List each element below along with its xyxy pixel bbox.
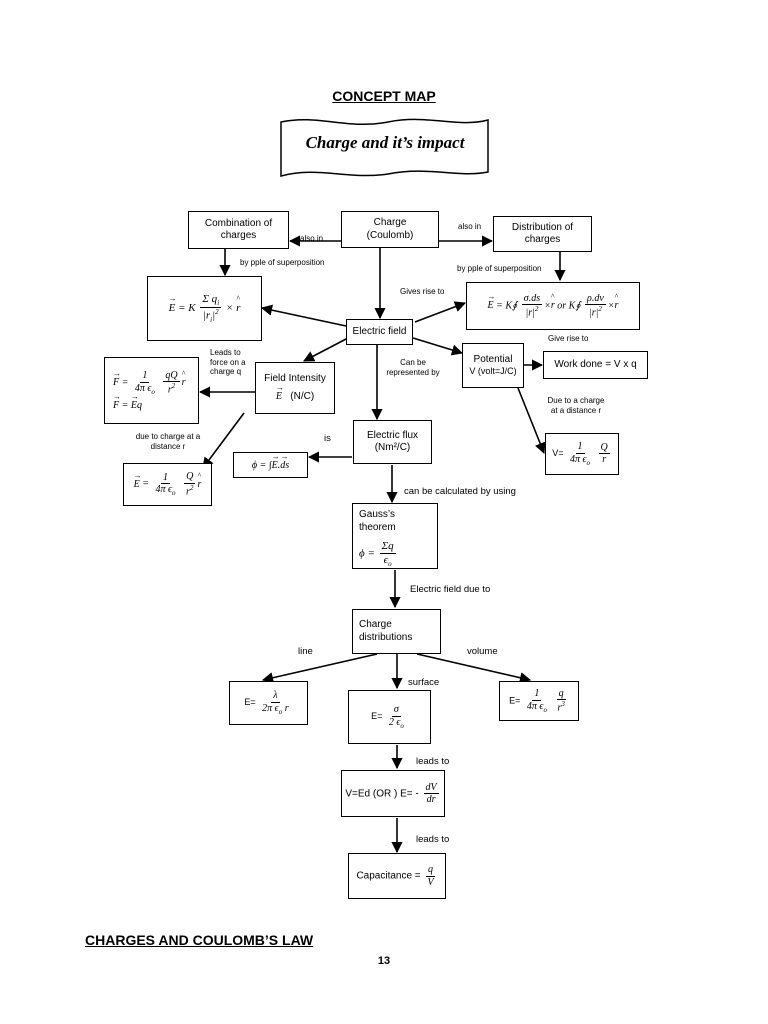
field-vector-symbol: E xyxy=(276,384,282,402)
node-charge: Charge (Coulomb) xyxy=(341,211,439,248)
potential-label: Potential xyxy=(473,353,513,365)
field-intensity-unit-row: E (N/C) xyxy=(276,384,315,404)
edge-dist-volume xyxy=(416,653,532,684)
edge-field-potential xyxy=(412,337,464,356)
edge-potential-v xyxy=(517,387,546,455)
label-can-be-represented: Can be represented by xyxy=(386,358,440,377)
label-can-be-calculated: can be calculated by using xyxy=(404,486,516,497)
node-charge-distributions: Charge distributions xyxy=(352,609,441,654)
surface-prefix: E= xyxy=(371,711,383,722)
electric-flux-label: Electric flux xyxy=(366,429,419,441)
label-give-rise-to: Give rise to xyxy=(548,334,589,343)
banner-title: Charge and it’s impact xyxy=(305,133,465,152)
node-superposition-sum-formula: E = K Σ qi|ri|2 × r xyxy=(147,276,262,341)
label-line: line xyxy=(298,646,313,657)
label-also-in-right: also in xyxy=(458,222,482,231)
field-point-charge-formula: E = 14π ϵo Qr2r xyxy=(134,471,202,497)
charge-unit: (Coulomb) xyxy=(366,229,414,241)
gauss-theorem-label: Gauss’s theorem xyxy=(359,509,396,533)
edge-dist-line xyxy=(261,653,378,684)
potential-unit: V (volt=J/C) xyxy=(469,366,517,377)
node-work-done: Work done = V x q xyxy=(543,351,648,379)
field-intensity-label: Field Intensity xyxy=(264,373,326,384)
edge-field-sum xyxy=(260,304,347,327)
node-flux-integral-formula: ϕ = ∫E.ds xyxy=(233,452,308,478)
force-eq-formula: F = Eq xyxy=(113,393,142,411)
label-leads-to-force: Leads to force on a charge q xyxy=(210,348,246,377)
edge-field-integral xyxy=(414,301,467,323)
page-number: 13 xyxy=(377,955,391,967)
edge-intensity-coulomb xyxy=(202,412,245,469)
label-superposition-right: by pple of superposition xyxy=(457,264,542,273)
charge-label: Charge xyxy=(373,217,407,228)
label-volume: volume xyxy=(467,646,498,657)
label-electric-field-due-to: Electric field due to xyxy=(410,584,491,595)
node-electric-field: Electric field xyxy=(346,319,413,345)
node-force-formula: F = 14π ϵo qQr2r F = Eq xyxy=(104,357,199,424)
page-title: CONCEPT MAP xyxy=(332,88,436,104)
capacitance-label: Capacitance = xyxy=(356,870,421,882)
electric-flux-unit: (Nm²/C) xyxy=(374,442,411,453)
distribution-label: Distribution of charges xyxy=(511,221,574,246)
node-distribution-of-charges: Distribution of charges xyxy=(493,216,592,252)
field-intensity-unit: (N/C) xyxy=(290,390,315,402)
label-gives-rise-to: Gives rise to xyxy=(400,287,445,296)
label-leads-to-2: leads to xyxy=(416,834,450,845)
node-continuous-distribution-formula: E = K∮ σ.ds|r|2×r or K∮ ρ.dv|r|2×r xyxy=(466,282,640,330)
label-superposition-left: by pple of superposition xyxy=(240,258,325,267)
line-prefix: E= xyxy=(244,697,256,708)
node-potential: Potential V (volt=J/C) xyxy=(462,343,524,388)
flux-integral-formula: ϕ = ∫E.ds xyxy=(252,453,289,471)
volume-prefix: E= xyxy=(509,695,521,706)
vEd-label: V=Ed (OR ) E= - xyxy=(345,788,419,800)
edge-field-intensity xyxy=(303,337,349,362)
combination-label: Combination of charges xyxy=(204,217,273,242)
banner-scroll-shape xyxy=(280,118,489,177)
continuous-distribution-formula: E = K∮ σ.ds|r|2×r or K∮ ρ.dv|r|2×r xyxy=(488,293,619,319)
label-due-to-charge-right: Due to a charge at a distance r xyxy=(547,396,605,415)
label-also-in-left: also in xyxy=(300,234,324,243)
superposition-sum-formula: E = K Σ qi|ri|2 × r xyxy=(169,293,241,324)
node-electric-flux: Electric flux (Nm²/C) xyxy=(353,420,432,464)
work-done-label: Work done = V x q xyxy=(554,358,637,370)
node-combination-of-charges: Combination of charges xyxy=(188,211,289,249)
electric-field-label: Electric field xyxy=(352,325,407,337)
node-field-point-charge-formula: E = 14π ϵo Qr2r xyxy=(123,463,212,506)
charge-distributions-label: Charge distributions xyxy=(359,619,413,643)
force-coulomb-formula: F = 14π ϵo qQr2r xyxy=(113,370,186,396)
v-prefix: V= xyxy=(552,448,564,459)
section-heading: CHARGES AND COULOMB’S LAW xyxy=(85,932,314,948)
label-is: is xyxy=(324,433,331,444)
label-due-to-charge-left: due to charge at a distance r xyxy=(135,432,201,451)
node-field-intensity: Field Intensity E (N/C) xyxy=(255,362,335,414)
label-surface: surface xyxy=(408,677,440,688)
label-leads-to-1: leads to xyxy=(416,756,450,767)
